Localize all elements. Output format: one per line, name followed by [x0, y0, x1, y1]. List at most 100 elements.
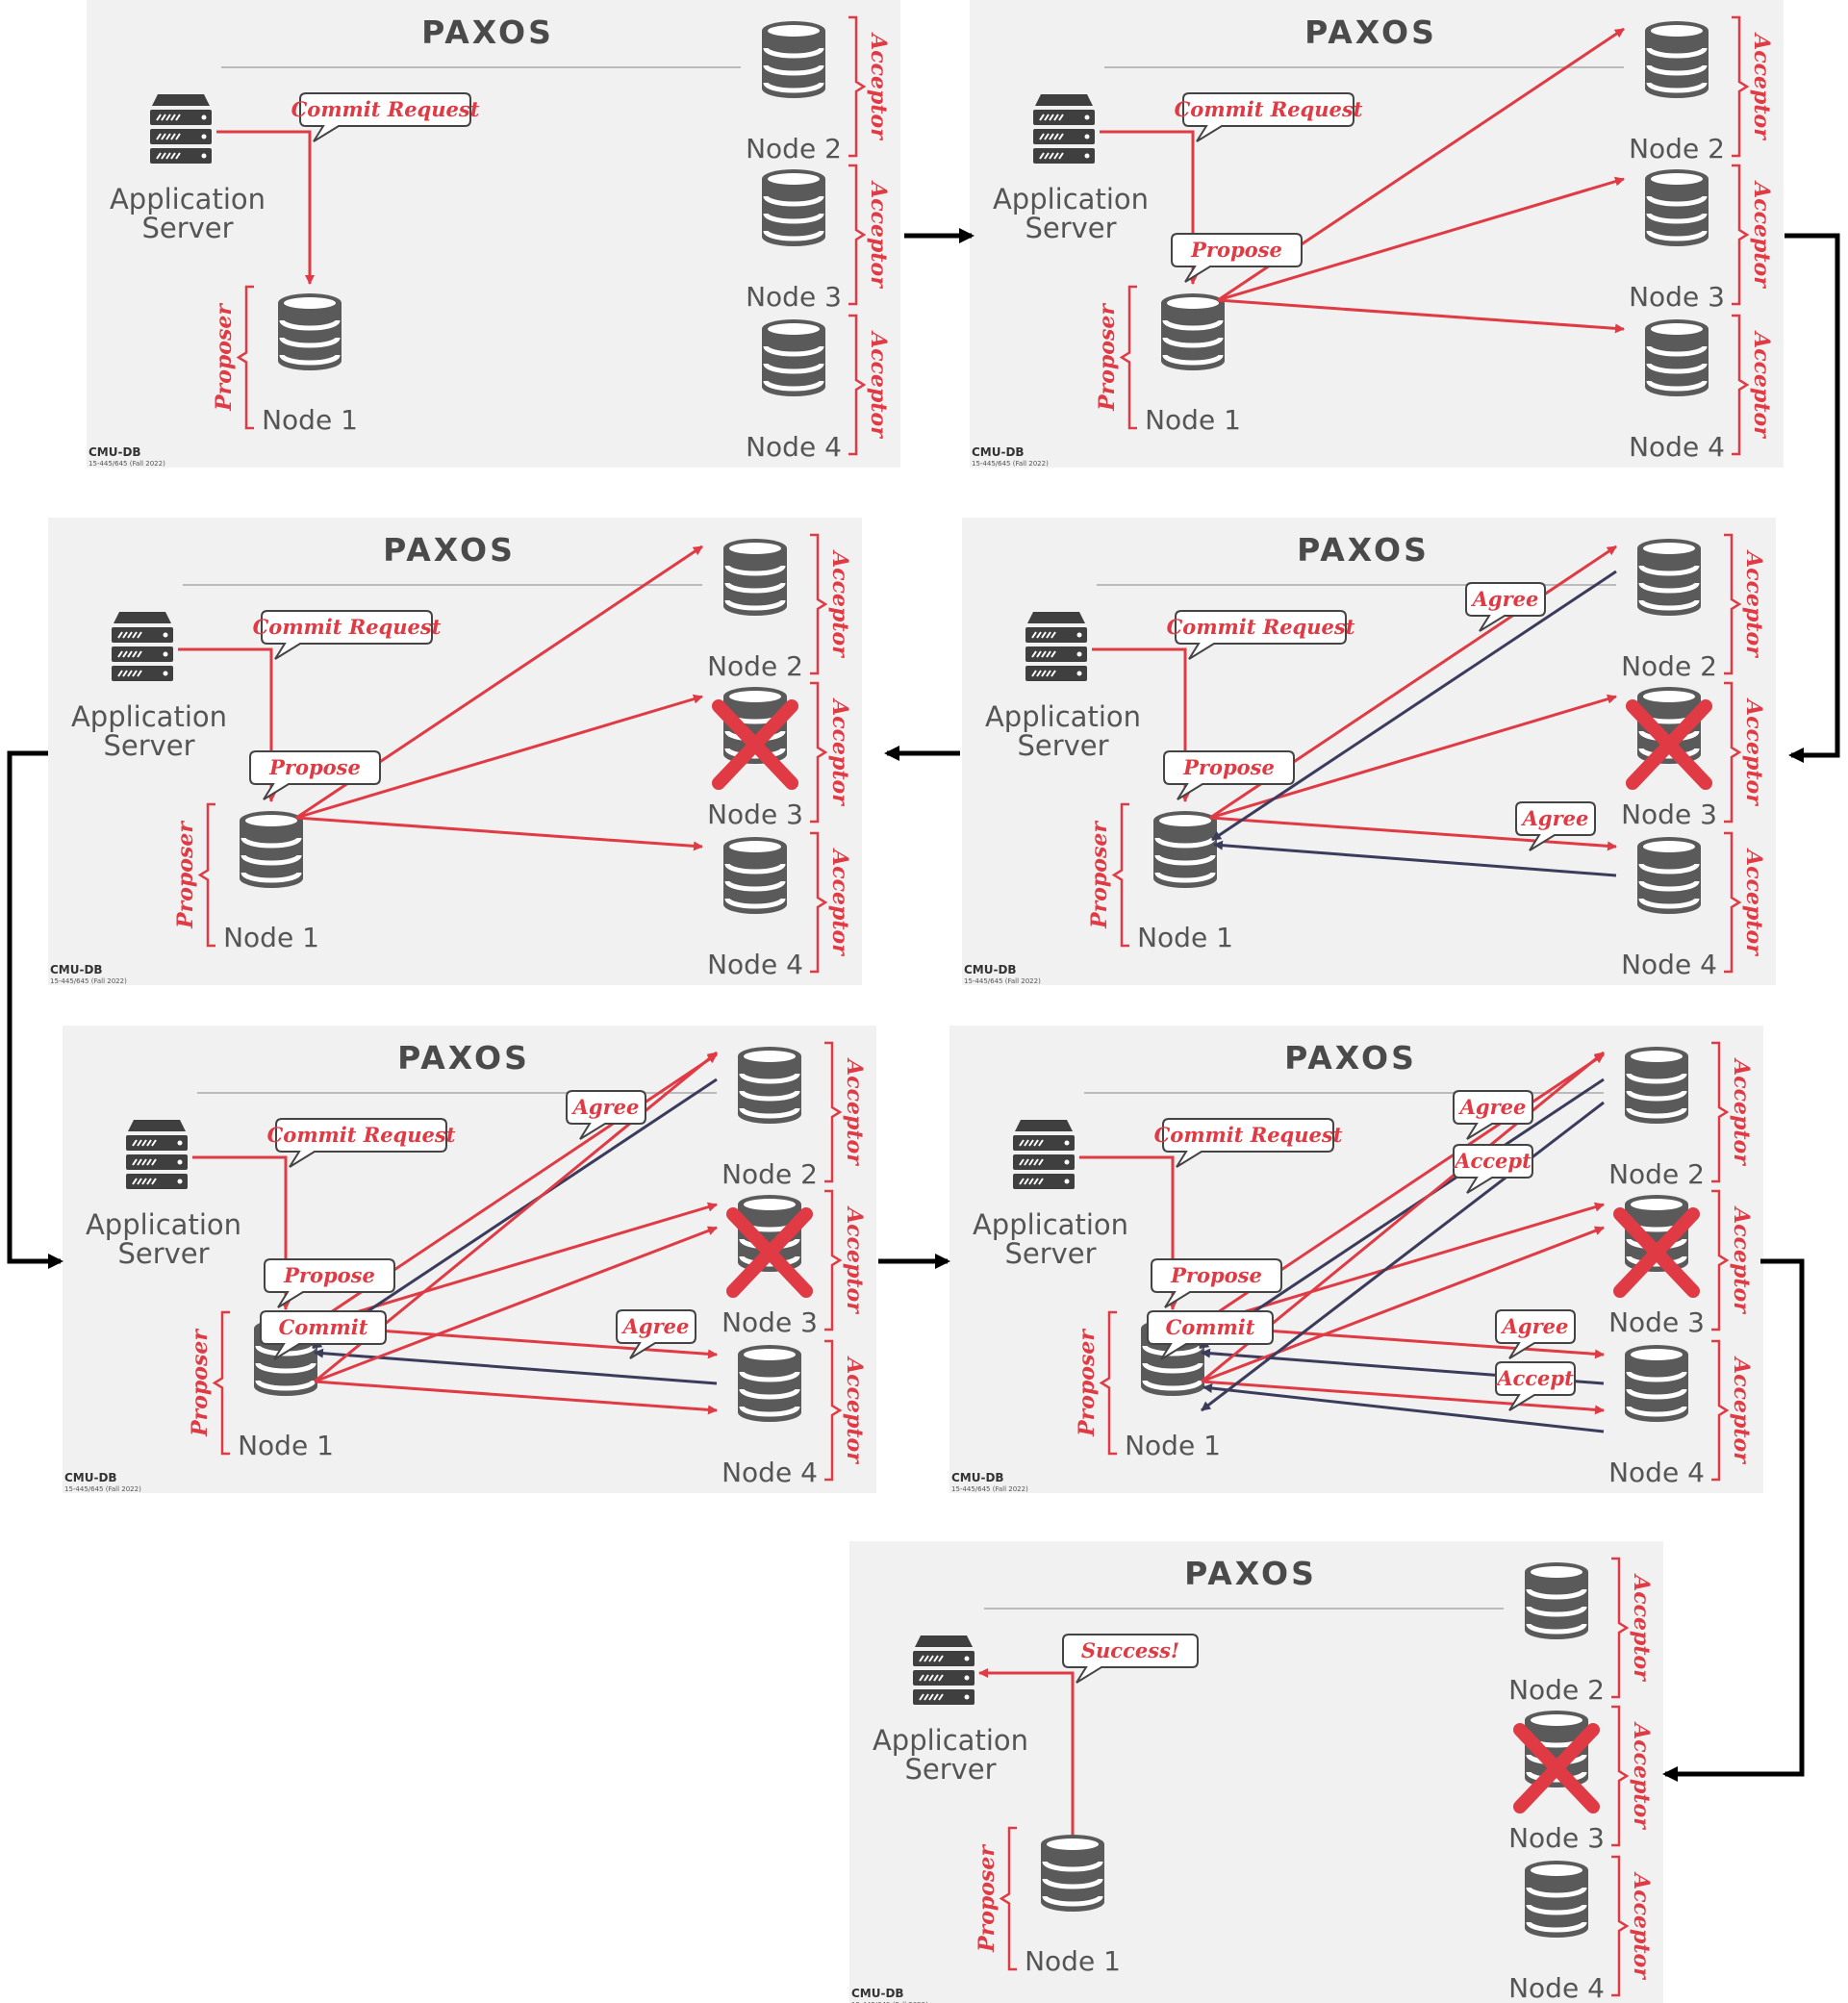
node-1-label: Node 1 — [223, 922, 319, 953]
accept-bubble-node-2: Accept — [1453, 1144, 1533, 1194]
commit-request-bubble-text: Commit Request — [253, 615, 442, 639]
footer-term: 15-445/645 (Fall 2022) — [50, 977, 127, 985]
node-4-database-icon — [1525, 1861, 1588, 1938]
proposer-bracket: Proposer — [1095, 285, 1137, 430]
acceptor-bracket-3: Acceptor — [824, 1189, 867, 1331]
agree-bubble-node-4: Agree — [616, 1309, 696, 1359]
app-server-label-line2: Server — [117, 1237, 209, 1270]
node-3-label: Node 3 — [1508, 1822, 1605, 1854]
propose-bubble-text: Propose — [1182, 755, 1275, 779]
slide-title: PAXOS — [397, 1039, 530, 1077]
proposer-bracket: Proposer — [173, 802, 215, 948]
acceptor-bracket-3: Acceptor — [1711, 1189, 1754, 1331]
acceptor-bracket-2: Acceptor — [810, 533, 852, 675]
node-4-database-icon — [1625, 1345, 1688, 1422]
agree-arrow-node-4 — [314, 1348, 718, 1385]
app-server-label-line2: Server — [1004, 1237, 1096, 1270]
acceptor-bracket-2: Acceptor — [848, 15, 891, 158]
success-arrow — [978, 1668, 1075, 1835]
commit-request-bubble-text: Commit Request — [1175, 97, 1363, 121]
node-4-database-icon — [1645, 319, 1709, 396]
node-2-label: Node 2 — [721, 1158, 818, 1190]
node-4-label: Node 4 — [1629, 431, 1725, 463]
acceptor-bracket-2: Acceptor — [1724, 533, 1766, 675]
acceptor-bracket-4-label: Acceptor — [827, 848, 852, 956]
acceptor-bracket-4: Acceptor — [824, 1339, 867, 1482]
node-1-database-icon — [1041, 1835, 1104, 1912]
app-server-label-line2: Server — [103, 729, 194, 762]
propose-bubble: Propose — [1163, 750, 1295, 800]
acceptor-bracket-2-label: Acceptor — [1629, 1573, 1654, 1682]
agree-bubble-node-2: Agree — [1465, 582, 1546, 632]
failure-x-icon — [1513, 1723, 1600, 1813]
server-icon — [1013, 1120, 1075, 1189]
propose-bubble-text: Propose — [283, 1263, 375, 1287]
slide-title: PAXOS — [1304, 13, 1437, 51]
acceptor-bracket-3-label: Acceptor — [1729, 1205, 1754, 1314]
propose-arrow-node-4 — [295, 816, 703, 851]
acceptor-bracket-2: Acceptor — [1732, 15, 1774, 158]
acceptor-bracket-4: Acceptor — [1611, 1855, 1654, 1997]
app-server-label-line1: Application — [985, 700, 1141, 733]
app-server-label-line1: Application — [110, 183, 266, 216]
commit-request-bubble-text: Commit Request — [291, 97, 480, 121]
commit-request-bubble: Commit Request — [267, 1118, 456, 1168]
node-4-label: Node 4 — [1508, 1972, 1605, 2003]
node-4-database-icon — [723, 837, 787, 914]
slide-title: PAXOS — [1184, 1555, 1317, 1592]
propose-bubble: Propose — [264, 1258, 395, 1308]
node-4-label: Node 4 — [721, 1457, 818, 1488]
propose-bubble: Propose — [1151, 1258, 1282, 1308]
app-server-label-line1: Application — [873, 1724, 1028, 1757]
acceptor-bracket-4-label: Acceptor — [1729, 1356, 1754, 1464]
agree-arrow-node-2 — [312, 1078, 718, 1350]
propose-arrow-node-3 — [295, 694, 703, 820]
proposer-bracket-label: Proposer — [975, 1844, 1000, 1953]
commit-request-arrow — [216, 130, 315, 285]
propose-arrow-node-4 — [1217, 298, 1625, 334]
acceptor-bracket-3: Acceptor — [1611, 1705, 1654, 1847]
footer-term: 15-445/645 (Fall 2022) — [64, 1485, 141, 1493]
footer-course: CMU-DB — [851, 1987, 904, 2000]
node-2-label: Node 2 — [1621, 650, 1717, 682]
footer-course: CMU-DB — [964, 963, 1017, 976]
commit-request-bubble: Commit Request — [1175, 92, 1363, 142]
proposer-bracket: Proposer — [975, 1826, 1017, 1971]
proposer-bracket-label: Proposer — [1095, 303, 1120, 412]
propose-bubble: Propose — [249, 750, 381, 800]
node-3-database-icon — [1645, 169, 1709, 246]
agree-bubble-node-4: Agree — [1515, 801, 1596, 851]
commit-arrow-node-3 — [1201, 1226, 1605, 1383]
commit-arrow-node-4 — [314, 1380, 718, 1415]
failure-x-icon — [1613, 1207, 1700, 1298]
node-3-database-icon — [723, 687, 787, 764]
commit-arrow-node-3 — [314, 1226, 718, 1383]
node-2-database-icon — [1637, 539, 1701, 616]
propose-bubble-text: Propose — [268, 755, 361, 779]
app-server-label-line2: Server — [904, 1753, 996, 1786]
node-4-database-icon — [738, 1345, 801, 1422]
failure-x-icon — [1626, 699, 1712, 790]
node-4-label: Node 4 — [746, 431, 842, 463]
acceptor-bracket-2-label: Acceptor — [827, 549, 852, 658]
node-1-label: Node 1 — [1145, 404, 1241, 436]
footer-course: CMU-DB — [50, 963, 103, 976]
footer-term: 15-445/645 (Fall 2022) — [972, 460, 1049, 468]
footer-course: CMU-DB — [64, 1471, 117, 1484]
node-2-label: Node 2 — [1608, 1158, 1705, 1190]
acceptor-bracket-3-label: Acceptor — [842, 1205, 867, 1314]
node-2-database-icon — [762, 21, 825, 98]
server-icon — [112, 612, 173, 681]
acceptor-bracket-2: Acceptor — [824, 1041, 867, 1183]
slide-title: PAXOS — [1297, 531, 1430, 569]
proposer-bracket: Proposer — [1087, 802, 1129, 948]
proposer-bracket-label: Proposer — [173, 821, 198, 929]
server-icon — [1025, 612, 1087, 681]
slide-title: PAXOS — [383, 531, 516, 569]
proposer-bracket-label: Proposer — [212, 303, 237, 412]
